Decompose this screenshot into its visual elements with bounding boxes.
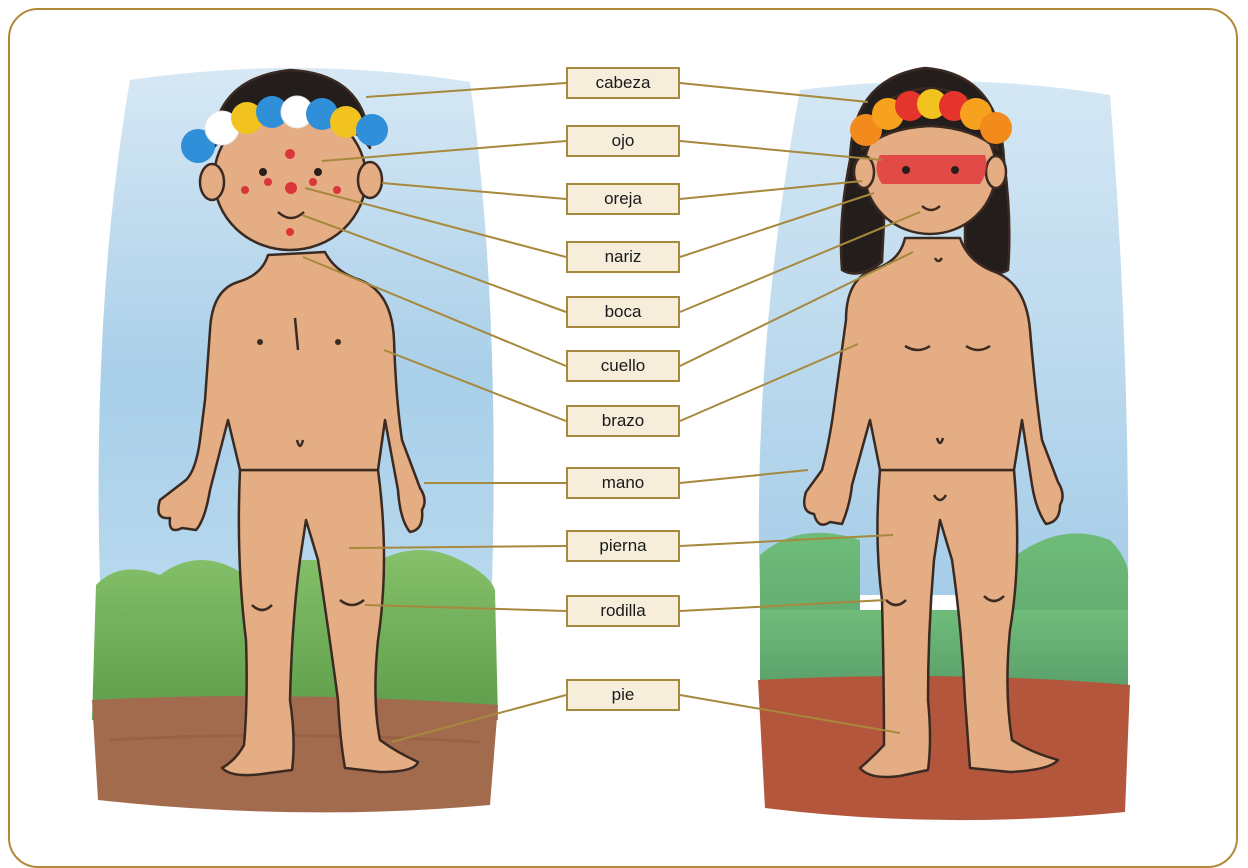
- label-oreja: oreja: [566, 183, 680, 215]
- girl-ear-left: [854, 156, 874, 188]
- boy-soil: [92, 696, 498, 812]
- girl-ear-right: [986, 156, 1006, 188]
- label-rodilla: rodilla: [566, 595, 680, 627]
- girl-face-paint: [876, 155, 986, 184]
- label-ojo: ojo: [566, 125, 680, 157]
- boy-ear-left: [200, 164, 224, 200]
- label-brazo: brazo: [566, 405, 680, 437]
- label-pierna: pierna: [566, 530, 680, 562]
- label-cuello: cuello: [566, 350, 680, 382]
- label-pie: pie: [566, 679, 680, 711]
- girl-soil: [758, 676, 1130, 820]
- label-boca: boca: [566, 296, 680, 328]
- label-mano: mano: [566, 467, 680, 499]
- label-nariz: nariz: [566, 241, 680, 273]
- boy-ear-right: [358, 162, 382, 198]
- label-cabeza: cabeza: [566, 67, 680, 99]
